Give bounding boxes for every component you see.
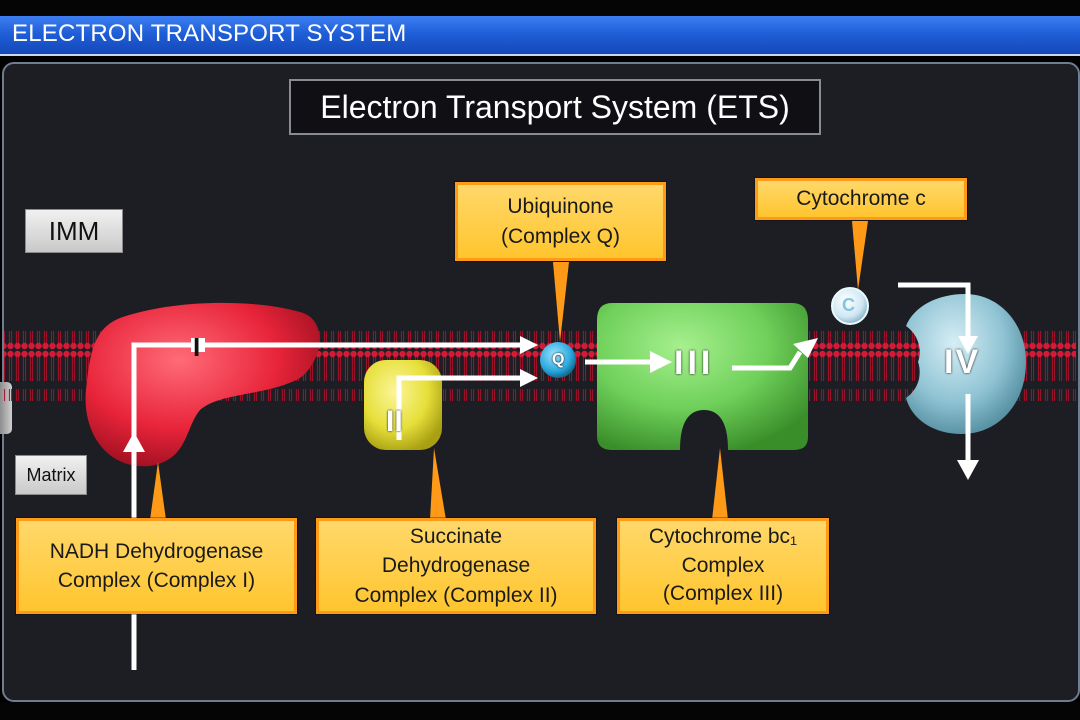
pointer-complex-iii: [712, 448, 728, 520]
complex-ii-callout-line-2: Dehydrogenase: [381, 554, 531, 578]
complex-iii-shape: [597, 303, 808, 450]
bottom-black-bar: [0, 702, 1080, 720]
complex-ii-callout-line-1: Succinate: [409, 524, 503, 548]
arrowhead-succinate-to-q: [520, 369, 538, 387]
arrowhead-nadh-entry: [123, 432, 145, 452]
cytochrome-c-callout: Cytochrome c: [755, 178, 967, 220]
imm-tag: IMM: [25, 209, 123, 253]
top-black-bar: [0, 0, 1080, 16]
arrow-succinate-to-q: [396, 375, 520, 440]
complex-iii-label: III: [674, 344, 715, 382]
complex-i-shape: [85, 302, 320, 467]
complex-ii-shape: [364, 360, 442, 450]
matrix-tag: Matrix: [15, 455, 87, 495]
cytochrome-c-sphere: [831, 287, 869, 325]
arrowhead-iv-to-matrix: [957, 460, 979, 480]
complex-i-callout-line-1: NADH Dehydrogenase: [49, 539, 264, 563]
cytochrome-c-callout-text: Cytochrome c: [796, 187, 926, 211]
complex-ii-callout: Succinate Dehydrogenase Complex (Complex…: [316, 518, 596, 614]
complex-i-marker: [191, 338, 205, 352]
complex-i-label: I: [193, 332, 201, 362]
arrowhead-c-to-iv: [958, 336, 978, 354]
ubiquinone-callout-line-1: Ubiquinone: [507, 195, 614, 219]
ubiquinone-sphere: [540, 342, 576, 378]
complex-i-callout: NADH Dehydrogenase Complex (Complex I): [16, 518, 297, 614]
arrowhead-q-to-iii: [650, 351, 672, 373]
complex-iii-callout-line-3: (Complex III): [662, 582, 784, 606]
complex-iii-callout-line-2: Complex: [681, 553, 765, 577]
complex-ii-callout-line-3: Complex (Complex II): [354, 583, 558, 607]
arrow-iii-to-c: [732, 350, 803, 371]
pointer-complex-i: [150, 462, 166, 520]
arrowhead-iii-to-c: [793, 338, 818, 358]
complex-iv-shape: [906, 294, 1026, 434]
ubiquinone-callout-line-2: (Complex Q): [500, 224, 621, 248]
pointer-complex-ii: [430, 448, 446, 520]
complex-iv-label: IV: [944, 343, 981, 381]
pointer-ubiquinone: [553, 262, 569, 342]
complex-iii-callout-line-1: Cytochrome bc₁: [648, 525, 798, 549]
complex-iii-callout: Cytochrome bc₁ Complex (Complex III): [617, 518, 829, 614]
arrow-c-to-iv: [898, 282, 971, 336]
pointer-cytochrome-c: [852, 221, 868, 290]
complex-i-callout-line-2: Complex (Complex I): [57, 569, 256, 592]
arrowhead-nadh-to-q: [520, 336, 538, 354]
header-bar: [0, 16, 1080, 56]
complex-ii-label: II: [386, 405, 403, 438]
ubiquinone-callout: Ubiquinone (Complex Q): [455, 182, 666, 261]
cytochrome-c-label: C: [842, 295, 855, 315]
ubiquinone-label: Q: [552, 351, 565, 368]
slide-title: Electron Transport System (ETS): [289, 79, 821, 135]
header-title: ELECTRON TRANSPORT SYSTEM: [12, 20, 407, 47]
